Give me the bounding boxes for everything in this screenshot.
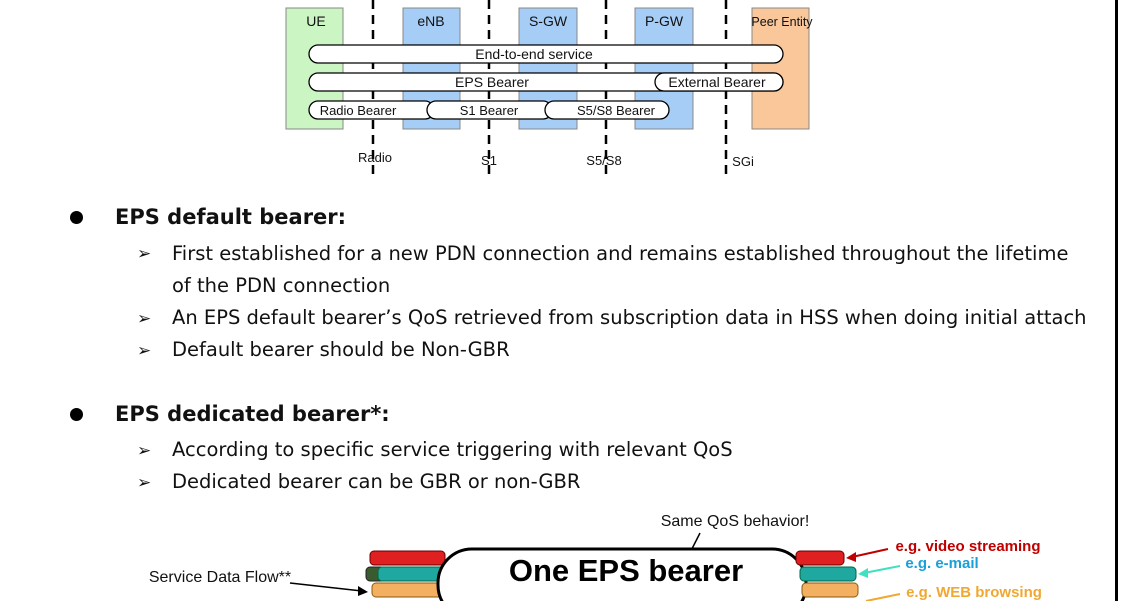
sdf-arrowhead [358, 586, 368, 596]
end-to-end-label: End-to-end service [475, 46, 593, 62]
end-to-end-pipe [308, 44, 784, 64]
sdf-label: Service Data Flow** [149, 569, 291, 586]
example-web-label: e.g. WEB browsing [906, 584, 1042, 601]
node-peer-label: Peer Entity [751, 15, 813, 29]
radio-bearer-label: Radio Bearer [320, 103, 397, 118]
node-pgw-label: P-GW [645, 13, 684, 29]
bullet-dot [70, 408, 83, 421]
sdf-arrow [289, 582, 363, 592]
s5s8-interface-label: S5/S8 [586, 153, 621, 168]
node-enb-label: eNB [417, 13, 444, 29]
arrow-bullet-icon: ➢ [137, 341, 152, 361]
arrow-bullet-icon: ➢ [137, 244, 152, 264]
external-bearer-pipe [654, 72, 784, 92]
arrow-bullet-icon: ➢ [137, 309, 152, 329]
s5s8-bearer-label: S5/S8 Bearer [577, 103, 656, 118]
s1-bearer-label: S1 Bearer [460, 103, 519, 118]
video-arrow [851, 548, 889, 558]
bullet-dot [70, 211, 83, 224]
node-peer-box [751, 7, 810, 130]
sgi-interface-label: SGi [732, 154, 754, 169]
section-heading-dedicated: EPS dedicated bearer*: [115, 402, 390, 426]
flow-orange-right [801, 582, 859, 598]
example-email-label: e.g. e-mail [905, 555, 978, 572]
arrow-bullet-icon: ➢ [137, 473, 152, 493]
qos-note-label: Same QoS behavior! [661, 513, 810, 530]
flow-red-left [369, 550, 446, 566]
flow-teal-right [799, 566, 857, 582]
email-arrowhead [858, 568, 868, 578]
external-bearer-label: External Bearer [668, 74, 766, 90]
section-heading-default: EPS default bearer: [115, 205, 347, 229]
default-item-2: An EPS default bearer’s QoS retrieved fr… [172, 306, 1087, 329]
radio-interface-label: Radio [358, 150, 392, 165]
node-ue-label: UE [306, 13, 325, 29]
web-arrow [865, 593, 901, 601]
node-sgw-label: S-GW [529, 13, 568, 29]
s5s8-bearer-pipe [544, 100, 670, 120]
one-eps-bearer-label: One EPS bearer [509, 553, 743, 588]
eps-bearer-label: EPS Bearer [455, 74, 529, 90]
default-item-3: Default bearer should be Non-GBR [172, 338, 510, 361]
email-arrow [863, 565, 901, 574]
flow-red-right [795, 550, 845, 566]
slide-right-edge [1115, 0, 1118, 601]
default-item-1: First established for a new PDN connecti… [172, 242, 1069, 297]
dedicated-item-1: According to specific service triggering… [172, 438, 733, 461]
dedicated-item-2: Dedicated bearer can be GBR or non-GBR [172, 470, 581, 493]
video-arrowhead [846, 552, 856, 562]
example-video-label: e.g. video streaming [895, 538, 1040, 555]
s1-interface-label: S1 [481, 153, 497, 168]
arrow-bullet-icon: ➢ [137, 441, 152, 461]
